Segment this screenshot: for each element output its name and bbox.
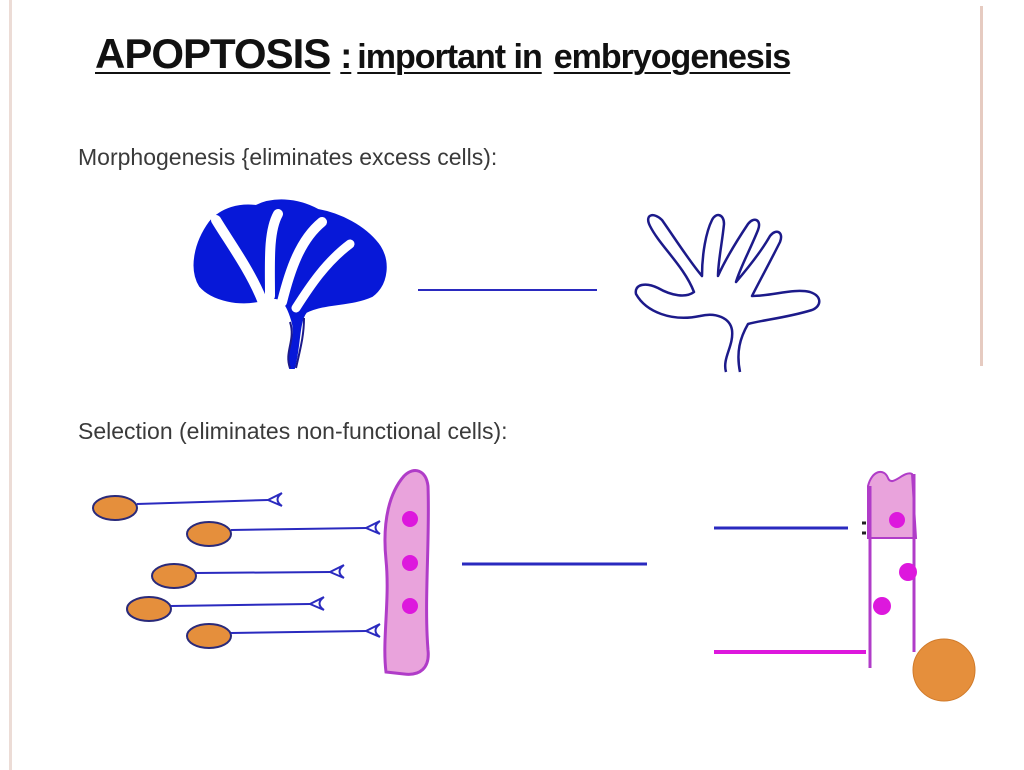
neuron-body <box>186 623 232 649</box>
neuron-icon <box>186 520 381 547</box>
apoptotic-cell-icon <box>912 638 976 702</box>
target-cell-icon <box>383 469 430 676</box>
nucleus-dot <box>402 598 418 614</box>
nucleus-dot <box>873 597 891 615</box>
neuron-body <box>92 495 138 521</box>
neuron-axon <box>170 603 311 607</box>
neuron-axon <box>136 499 269 505</box>
nucleus-dot <box>899 563 917 581</box>
neuron-group <box>92 492 381 649</box>
neuron-axon <box>230 630 367 634</box>
target-cell-icon <box>867 470 918 668</box>
axon-terminal <box>267 492 283 507</box>
nucleus-dot <box>402 511 418 527</box>
limb-gap-1 <box>211 215 267 305</box>
title-colon: : <box>340 35 352 76</box>
title-main: APOPTOSIS <box>95 30 331 77</box>
axon-terminal <box>365 623 381 638</box>
neuron-body <box>126 596 172 622</box>
target-cell-top <box>867 470 918 539</box>
axon-terminal <box>365 520 381 535</box>
neuron-icon <box>92 492 283 521</box>
selection-caption: Selection (eliminates non-functional cel… <box>78 418 508 444</box>
limb-gap-2 <box>264 209 283 301</box>
right-border <box>980 6 983 366</box>
target-cell-body <box>383 469 430 676</box>
left-border <box>9 0 12 770</box>
axon-terminal <box>309 596 325 611</box>
neuron-body <box>186 521 232 547</box>
limb-gap-4 <box>291 239 355 313</box>
axon-terminal <box>329 564 345 579</box>
nucleus-dot <box>889 512 905 528</box>
morphogenesis-caption: Morphogenesis {eliminates excess cells): <box>78 144 498 170</box>
neuron-axon <box>195 571 331 574</box>
neuron-icon <box>126 596 325 622</box>
nucleus-dot <box>402 555 418 571</box>
neuron-icon <box>151 563 345 589</box>
title-sub-2: embryogenesis <box>553 38 791 76</box>
limb-gap-3 <box>277 217 327 307</box>
title-sub-1: important in <box>357 38 542 76</box>
slide-title: APOPTOSIS:important in embryogenesis <box>95 30 802 78</box>
neuron-icon <box>186 623 381 649</box>
webbed-limb-icon <box>193 199 387 369</box>
limb-arm <box>287 317 305 369</box>
neuron-body <box>151 563 197 589</box>
digit-limb-icon <box>634 213 821 373</box>
digit-limb-outline <box>634 213 821 373</box>
neuron-axon <box>230 527 367 531</box>
surviving-axon-terminal <box>862 521 866 535</box>
